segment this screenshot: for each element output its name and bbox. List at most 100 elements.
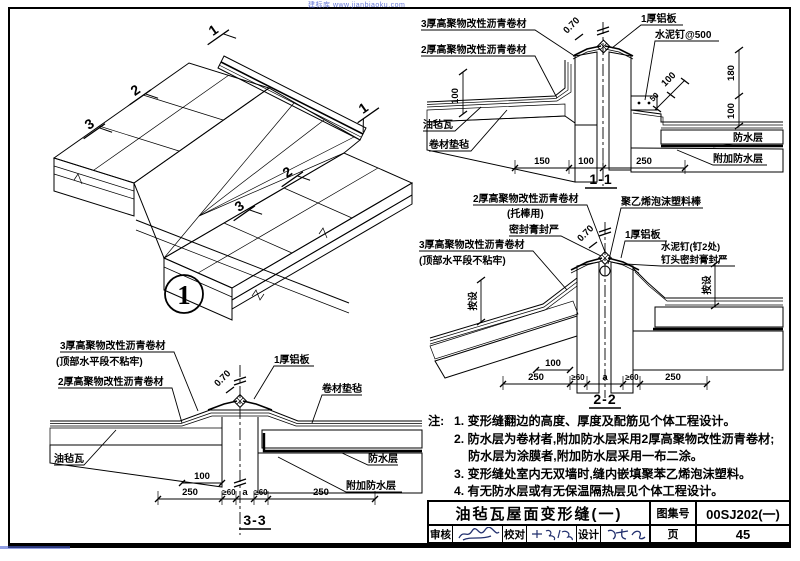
dim-ge60-right: ≥60: [254, 488, 268, 497]
watermark-text: 建标库 www.jianbiaoku.com: [308, 2, 406, 9]
review-label: 审核: [429, 526, 453, 542]
label-cement-nail: 水泥钉@500: [654, 28, 712, 41]
dim-ge60-right: ≥60: [625, 373, 639, 382]
dim-070: 0.70: [561, 15, 582, 36]
section-title: 2-2: [589, 391, 621, 409]
page-label: 页: [651, 526, 697, 542]
sheet-border-frame: [8, 7, 791, 548]
detail-3-3-drawing: 0.70 100 250 ≥60 a ≥60 250 3厚高聚物改性沥青卷材 (…: [49, 339, 423, 535]
note-line: 防水层为涂膜者,附加防水层采用一布二涂。: [468, 449, 703, 463]
label-cement-nail: 水泥钉(钉2处): [661, 241, 720, 253]
label-felt-tile: 油毡瓦: [54, 452, 84, 465]
detail-title-2-2: 2-2: [593, 391, 616, 407]
label-rod-backing: (托棒用): [507, 207, 544, 220]
signature-scribble: [531, 529, 573, 541]
title-block: 油毡瓦屋面变形缝(一) 图集号 00SJ202(一) 审核 校对 设计: [427, 500, 791, 544]
dim-070: 0.70: [575, 223, 596, 244]
section-mark-label: 2: [279, 163, 295, 181]
detail-1-1-drawing: 0.70 100 100 50 180 100 150 100 250: [421, 12, 784, 189]
note-line: 3. 变形缝处室内无双墙时,缝内嵌填聚苯乙烯泡沫塑料。: [454, 466, 752, 481]
label-aluminum-plate: 1厚铝板: [274, 353, 311, 366]
label-2mm-membrane: 2厚高聚物改性沥青卷材: [473, 192, 579, 205]
label-aluminum-plate: 1厚铝板: [625, 228, 662, 241]
label-2mm-membrane: 2厚高聚物改性沥青卷材: [58, 375, 164, 388]
dim-100-step: 100: [659, 70, 678, 89]
label-felt-tile: 油毡瓦: [423, 118, 453, 131]
dim-250-right: 250: [665, 372, 681, 383]
dim-100: 100: [545, 358, 561, 369]
label-3mm-note: (顶部水平段不粘牢): [56, 355, 143, 368]
label-foam-rod: 聚乙烯泡沫塑料棒: [620, 195, 702, 208]
sheet-title: 油毡瓦屋面变形缝(一): [429, 502, 651, 524]
labels: 3厚高聚物改性沥青卷材 (顶部水平段不粘牢) 2厚高聚物改性沥青卷材 1厚铝板 …: [54, 339, 402, 493]
detail-callout: 1: [164, 274, 204, 314]
break-mark: [318, 227, 328, 239]
label-2mm-membrane: 2厚高聚物改性沥青卷材: [421, 43, 527, 56]
atlas-number-value: 00SJ202(一): [706, 506, 780, 522]
signature-scribble: [607, 528, 646, 540]
dim-ge60-left: ≥60: [571, 373, 585, 382]
note-line: 1. 变形缝翻边的高度、厚度及配筋见个体工程设计。: [454, 414, 736, 428]
check-signature: [527, 526, 577, 542]
dim-100-right: 100: [726, 103, 737, 119]
section-title: 1-1: [585, 171, 617, 189]
section-mark-label: 3: [81, 115, 97, 133]
label-waterproof-layer: 防水层: [368, 452, 398, 465]
note-line: 2. 防水层为卷材者,附加防水层采用2厚高聚物改性沥青卷材;: [454, 431, 775, 446]
section-mark-1-right: 1: [355, 99, 380, 133]
section-linework: [426, 22, 784, 186]
dim-height-left: 按设: [467, 291, 479, 311]
label-3mm-membrane: 3厚高聚物改性沥青卷材: [60, 339, 166, 352]
section-linework: [429, 222, 784, 398]
label-3mm-membrane: 3厚高聚物改性沥青卷材: [421, 17, 527, 30]
dim-250-left: 250: [528, 372, 544, 383]
label-underlay: 卷材垫毡: [321, 382, 362, 395]
section-mark-label: 1: [205, 21, 221, 39]
dim-100-bottom: 100: [578, 156, 594, 167]
overview-drawing: 1 2 3 1 2 3 1: [52, 21, 414, 321]
signature-scribble: [457, 527, 500, 541]
section-linework: [49, 365, 423, 535]
dim-height-right: 按设: [701, 275, 713, 295]
atlas-number-label: 图集号: [651, 502, 697, 524]
notes-prefix: 注:: [428, 414, 445, 428]
dim-a: a: [602, 372, 608, 383]
label-aluminum-plate: 1厚铝板: [641, 12, 678, 25]
label-extra-waterproof: 附加防水层: [346, 479, 396, 492]
labels: 2厚高聚物改性沥青卷材 (托棒用) 密封膏封严 3厚高聚物改性沥青卷材 (顶部水…: [419, 192, 735, 291]
label-underlay: 卷材垫毡: [428, 138, 469, 151]
detail-callout-number: 1: [177, 280, 191, 310]
dim-180: 180: [726, 65, 737, 81]
section-mark-label: 3: [231, 197, 247, 215]
watermark-stripe: [0, 546, 70, 549]
label-extra-waterproof: 附加防水层: [713, 152, 763, 165]
dim-100: 100: [194, 471, 210, 482]
dim-a: a: [242, 487, 248, 498]
dim-150: 150: [534, 156, 550, 167]
detail-2-2-drawing: 0.70 按设 按设 100 250 ≥60 a ≥60 250: [419, 192, 784, 409]
labels: 3厚高聚物改性沥青卷材 2厚高聚物改性沥青卷材 油毡瓦 卷材垫毡 1厚铝板 水泥…: [421, 12, 767, 166]
dim-250-left: 250: [182, 487, 198, 498]
check-label: 校对: [503, 526, 527, 542]
break-mark: [251, 289, 265, 301]
section-title: 3-3: [239, 512, 271, 530]
review-signature: [453, 526, 503, 542]
note-line: 4. 有无防水层或有无保温隔热层见个体工程设计。: [454, 484, 724, 498]
dim-070: 0.70: [212, 368, 233, 389]
label-3mm-membrane: 3厚高聚物改性沥青卷材: [419, 238, 525, 251]
break-mark: [73, 173, 83, 185]
design-signature: [601, 526, 651, 542]
notes-block: 注: 1. 变形缝翻边的高度、厚度及配筋见个体工程设计。 2. 防水层为卷材者,…: [428, 413, 796, 501]
dim-50-step: 50: [648, 90, 661, 103]
page-number: 45: [735, 526, 751, 542]
section-mark-label: 2: [127, 81, 143, 99]
section-mark-label: 1: [355, 99, 371, 117]
roof-planes: [52, 55, 414, 321]
design-label: 设计: [577, 526, 601, 542]
dim-250: 250: [636, 156, 652, 167]
label-3mm-note: (顶部水平段不粘牢): [419, 254, 506, 267]
dim-100-left: 100: [450, 88, 461, 104]
dim-250-right: 250: [313, 487, 329, 498]
detail-title-1-1: 1-1: [589, 171, 612, 187]
